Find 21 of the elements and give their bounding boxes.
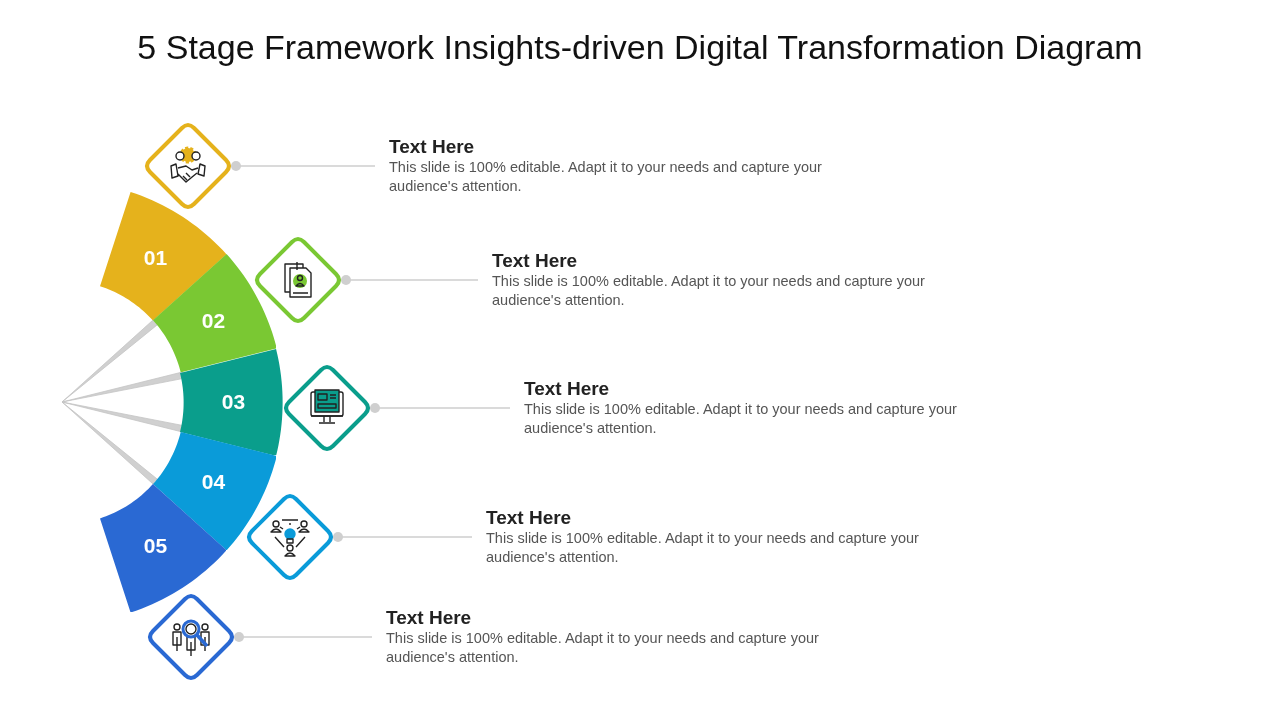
- description: This slide is 100% editable. Adapt it to your needs and capture your audience's attention.: [492, 272, 926, 310]
- heading: Text Here: [386, 607, 473, 629]
- heading: Text Here: [524, 378, 611, 400]
- step-number: 01: [143, 246, 168, 271]
- step-number: 02: [201, 309, 226, 334]
- step-number: 04: [201, 470, 226, 495]
- heading: Text Here: [486, 507, 573, 529]
- leader-line: [341, 275, 479, 285]
- leader-line: [370, 403, 511, 413]
- heading: Text Here: [389, 136, 476, 158]
- description: This slide is 100% editable. Adapt it to your needs and capture your audience's attention.: [524, 400, 958, 438]
- step-number: 05: [143, 533, 168, 558]
- leader-line: [231, 161, 376, 171]
- leader-line: [333, 532, 473, 542]
- leader-line: [234, 632, 373, 642]
- description: This slide is 100% editable. Adapt it to your needs and capture your audience's attention.: [486, 529, 920, 567]
- description: This slide is 100% editable. Adapt it to your needs and capture your audience's attention.: [389, 158, 823, 196]
- description: This slide is 100% editable. Adapt it to your needs and capture your audience's attention.: [386, 629, 820, 667]
- page-title: 5 Stage Framework Insights-driven Digital Transformation Diagram: [136, 28, 1144, 67]
- step-number: 03: [221, 390, 246, 414]
- heading: Text Here: [492, 250, 579, 272]
